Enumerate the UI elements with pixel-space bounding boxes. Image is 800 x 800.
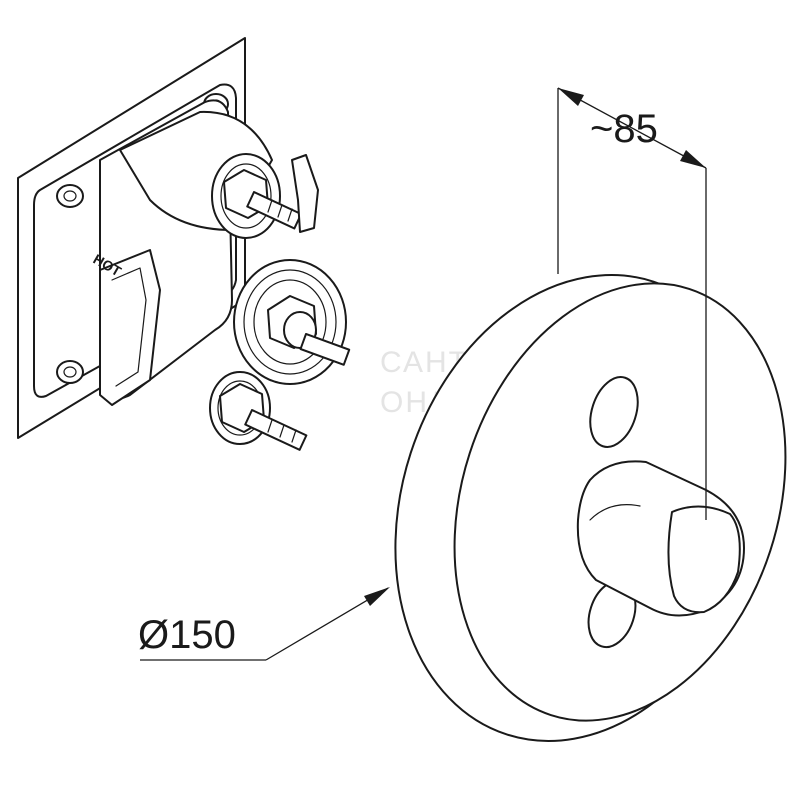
side-bracket	[99, 249, 161, 406]
diameter-dimension: Ø150	[138, 587, 390, 661]
depth-label: ~85	[590, 107, 658, 151]
depth-dimension: ~85	[557, 87, 707, 520]
cover-plate-assembly	[394, 274, 787, 742]
depth-arrow-right	[680, 150, 706, 168]
lower-spindle	[219, 383, 308, 451]
mixer-handle	[576, 460, 745, 617]
top-clip	[291, 154, 319, 233]
depth-dimension-line	[557, 87, 707, 169]
depth-arrow-left	[558, 88, 584, 106]
upper-spindle	[223, 169, 303, 230]
diameter-label: Ø150	[138, 613, 236, 657]
center-spindle	[267, 295, 351, 366]
concealed-valve-body: HOT	[17, 37, 351, 451]
diameter-arrow	[364, 587, 390, 606]
flange-screw-holes	[56, 93, 229, 384]
upper-button-hole	[589, 376, 639, 448]
